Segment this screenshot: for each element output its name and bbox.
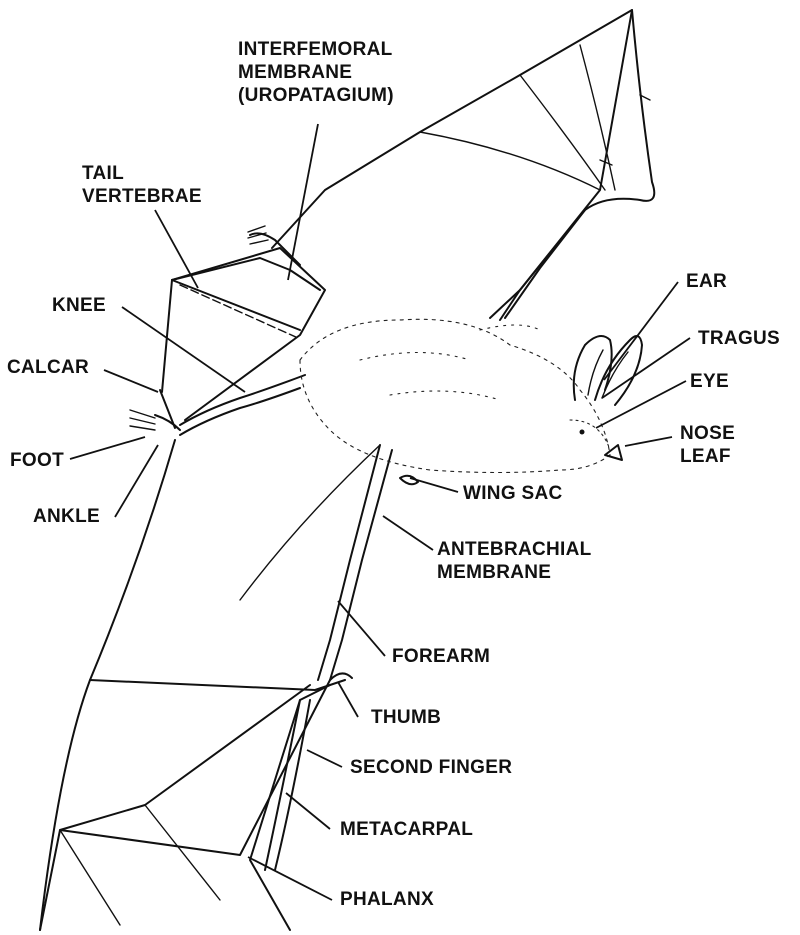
label-thumb: THUMB — [371, 706, 441, 729]
label-tail-vertebrae: TAIL VERTEBRAE — [82, 162, 202, 208]
label-ankle: ANKLE — [33, 505, 100, 528]
label-knee: KNEE — [52, 294, 106, 317]
label-antebrachial-membrane: ANTEBRACHIAL MEMBRANE — [437, 538, 592, 584]
label-metacarpal: METACARPAL — [340, 818, 473, 841]
forearm-bone — [240, 445, 392, 680]
lower-leg — [130, 375, 305, 435]
bat-head — [570, 336, 642, 460]
interfemoral-membrane — [162, 248, 325, 420]
bat-body — [300, 319, 610, 472]
label-forearm: FOREARM — [392, 645, 490, 668]
label-wing-sac: WING SAC — [463, 482, 563, 505]
label-nose-leaf: NOSE LEAF — [680, 422, 735, 468]
label-tragus: TRAGUS — [698, 327, 780, 350]
label-eye: EYE — [690, 370, 729, 393]
label-phalanx: PHALANX — [340, 888, 434, 911]
label-ear: EAR — [686, 270, 727, 293]
leader-lines — [70, 124, 690, 900]
label-calcar: CALCAR — [7, 356, 89, 379]
eye-dot — [580, 430, 585, 435]
label-foot: FOOT — [10, 449, 64, 472]
label-interfemoral-membrane: INTERFEMORAL MEMBRANE (UROPATAGIUM) — [238, 38, 394, 107]
label-second-finger: SECOND FINGER — [350, 756, 512, 779]
